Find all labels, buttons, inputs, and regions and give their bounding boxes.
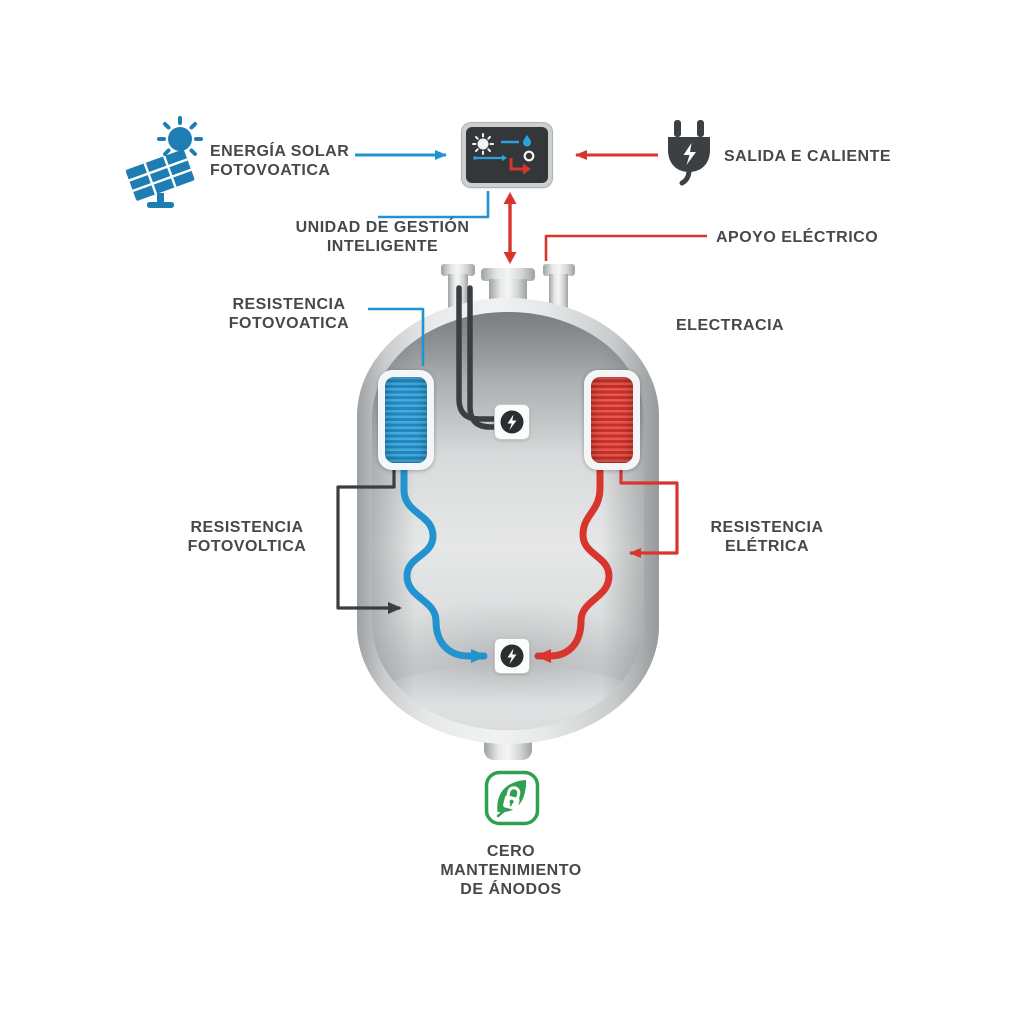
apoyo-electrico-label: APOYO ELÉCTRICO [716,229,879,246]
tank-fitting-right-cap [543,264,575,276]
resistencia-fotovoatica-label: RESISTENCIA FOTOVOATICA [228,296,350,332]
unit-to-tank-double-arrow [503,192,517,264]
solar-panel-icon [125,116,203,208]
leaf-padlock-icon [484,770,540,826]
tank-fitting-center-cap [481,268,535,281]
electric-heating-element [584,370,640,470]
lightning-bolt-icon [500,644,524,668]
power-plug-icon [668,120,710,186]
electracia-label: ELECTRACIA [676,317,785,334]
unidad-pointer-line [378,191,490,219]
cero-mantenimiento-label: CERO MANTENIMIENTO DE ÁNODOS [440,843,582,898]
photovoltaic-heating-element [378,370,434,470]
energia-solar-label: ENERGÍA SOLAR FOTOVOATICA [210,143,350,179]
controller-screen-icons [472,133,535,175]
pv-junction-box [494,404,530,440]
apoyo-pointer-line [544,234,707,261]
resistencia-fotovoltica-label: RESISTENCIA FOTOVOLTICA [187,519,307,555]
tank-fitting-right-stem [549,274,568,310]
tank-fitting-left-cap [441,264,475,276]
lightning-bolt-icon [500,410,524,434]
photovoltaic-element-coil [385,377,427,463]
unidad-gestion-label: UNIDAD DE GESTIÓN INTELIGENTE [295,219,470,255]
tank-interior-front-rim [372,664,644,730]
resistencia-electrica-label: RESISTENCIA ELÉTRICA [710,519,824,555]
electric-element-coil [591,377,633,463]
salida-label: SALIDA E CALIENTE [724,148,892,165]
controller-screen [466,127,548,183]
smart-controller-display [462,123,552,187]
heater-junction-box [494,638,530,674]
